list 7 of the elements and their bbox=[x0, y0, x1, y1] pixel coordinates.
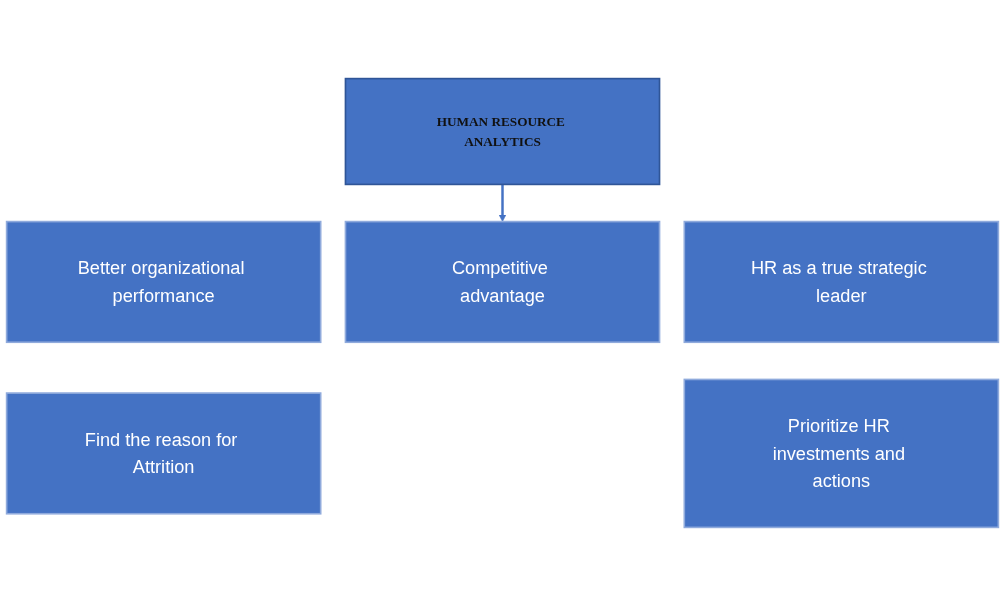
node-box: Prioritize HR investments and actions bbox=[683, 378, 1000, 529]
node-box: Competitive advantage bbox=[344, 220, 661, 344]
node-box: HR as a true strategic leader bbox=[683, 220, 1000, 344]
node-box: Better organizational performance bbox=[5, 220, 322, 344]
node-box: HUMAN RESOURCE ANALYTICS bbox=[344, 77, 661, 186]
arrow bbox=[498, 184, 507, 222]
node-box: Find the reason for Attrition bbox=[5, 392, 322, 515]
